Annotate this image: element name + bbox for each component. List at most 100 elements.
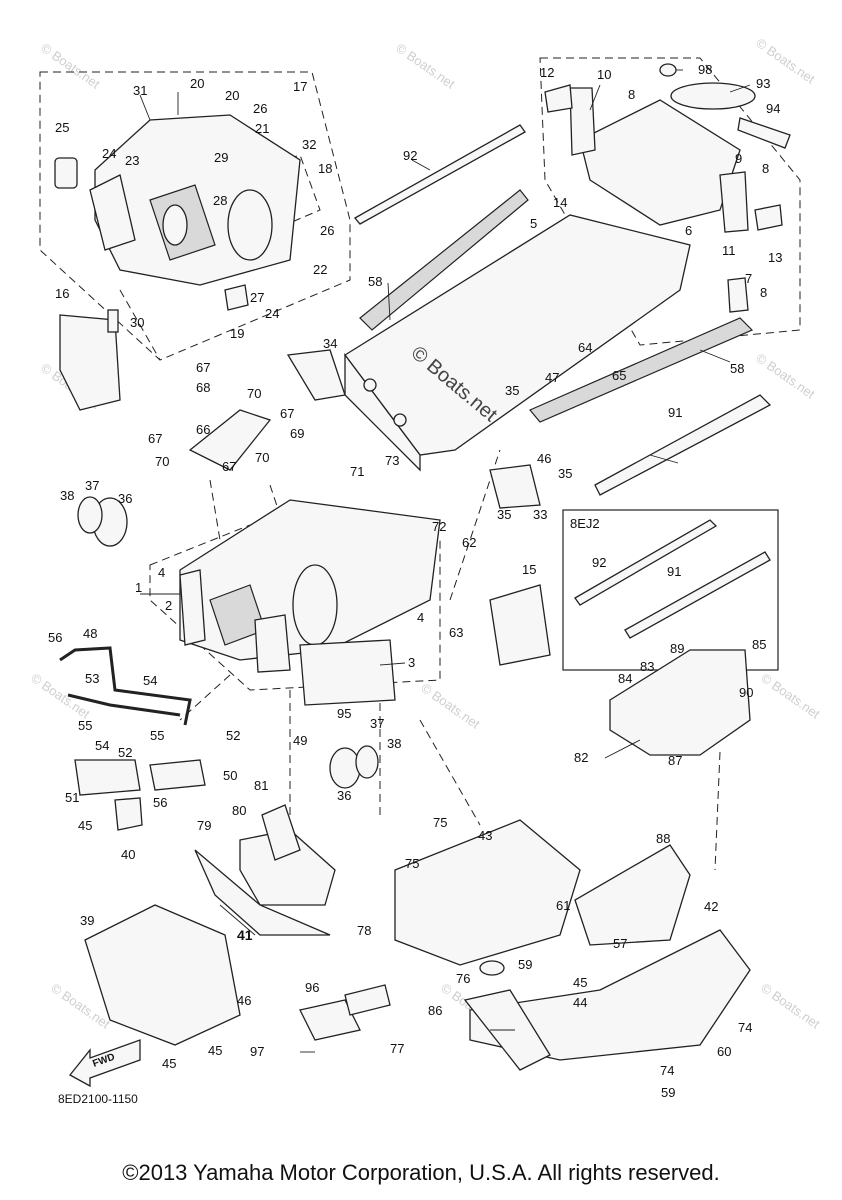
part-label: 24 bbox=[102, 146, 116, 161]
part-label: 41 bbox=[237, 927, 253, 943]
part-label: 6 bbox=[685, 223, 692, 238]
part-label: 59 bbox=[661, 1085, 675, 1100]
part-label: 4 bbox=[417, 610, 424, 625]
part-label: 93 bbox=[756, 76, 770, 91]
part-label: 63 bbox=[449, 625, 463, 640]
inset-label: 8EJ2 bbox=[570, 516, 600, 531]
part-label: 30 bbox=[130, 315, 144, 330]
part-label: 56 bbox=[153, 795, 167, 810]
watermark: © Boats.net bbox=[393, 40, 458, 92]
part-label: 73 bbox=[385, 453, 399, 468]
assembly-line bbox=[119, 289, 161, 361]
part-label: 26 bbox=[253, 101, 267, 116]
part-label: 94 bbox=[766, 101, 780, 116]
part-label: 97 bbox=[250, 1044, 264, 1059]
part-label: 18 bbox=[318, 161, 332, 176]
part-label: 8 bbox=[762, 161, 769, 176]
part-label: 15 bbox=[522, 562, 536, 577]
part-label: 7 bbox=[745, 271, 752, 286]
part-label: 45 bbox=[573, 975, 587, 990]
part-label: 51 bbox=[65, 790, 79, 805]
part-label: 33 bbox=[533, 507, 547, 522]
watermark: © Boats.net bbox=[758, 980, 823, 1032]
part-label: 8 bbox=[760, 285, 767, 300]
part-label: 85 bbox=[752, 637, 766, 652]
part-label: 56 bbox=[48, 630, 62, 645]
watermark: © Boats.net bbox=[38, 40, 103, 92]
part-label: 4 bbox=[158, 565, 165, 580]
inset-panel-91 bbox=[624, 551, 771, 639]
part-label: 9 bbox=[735, 151, 742, 166]
part-label: 8 bbox=[628, 87, 635, 102]
part-label: 74 bbox=[738, 1020, 752, 1035]
part-label: 78 bbox=[357, 923, 371, 938]
part-label: 68 bbox=[196, 380, 210, 395]
part-label: 84 bbox=[618, 671, 632, 686]
part-label: 95 bbox=[337, 706, 351, 721]
part-label: 11 bbox=[722, 243, 736, 258]
part-label: 35 bbox=[558, 466, 572, 481]
part-label: 75 bbox=[433, 815, 447, 830]
part-label: 91 bbox=[667, 564, 681, 579]
part-label: 38 bbox=[387, 736, 401, 751]
part-label: 39 bbox=[80, 913, 94, 928]
part-label: 25 bbox=[55, 120, 69, 135]
bracket-66 bbox=[188, 409, 272, 471]
part-label: 67 bbox=[196, 360, 210, 375]
part-label: 57 bbox=[613, 936, 627, 951]
part-label: 52 bbox=[226, 728, 240, 743]
part-labels: 1 2 3 4 4 5 6 7 8 8 8 9 10 11 12 13 14 1… bbox=[48, 62, 782, 1100]
part-label: 69 bbox=[290, 426, 304, 441]
part-label: 65 bbox=[612, 368, 626, 383]
bracket-40 bbox=[114, 797, 143, 831]
part-label: 71 bbox=[350, 464, 364, 479]
part-label: 92 bbox=[592, 555, 606, 570]
part-label: 50 bbox=[223, 768, 237, 783]
bracket-30 bbox=[107, 309, 119, 333]
part-label: 67 bbox=[148, 431, 162, 446]
part-label: 26 bbox=[320, 223, 334, 238]
part-label: 20 bbox=[190, 76, 204, 91]
part-label: 10 bbox=[597, 67, 611, 82]
part-label: 58 bbox=[730, 361, 744, 376]
part-label: 21 bbox=[255, 121, 269, 136]
part-label: 31 bbox=[133, 83, 147, 98]
part-label: 19 bbox=[230, 326, 244, 341]
part-label: 1 bbox=[135, 580, 142, 595]
part-label: 80 bbox=[232, 803, 246, 818]
part-label: 53 bbox=[85, 671, 99, 686]
watermark: © Boats.net bbox=[753, 350, 818, 402]
part-label: 44 bbox=[573, 995, 587, 1010]
part-label: 54 bbox=[143, 673, 157, 688]
part-label: 22 bbox=[313, 262, 327, 277]
bumper-48 bbox=[59, 646, 192, 726]
part-label: 67 bbox=[222, 459, 236, 474]
part-label: 83 bbox=[640, 659, 654, 674]
part-label: 55 bbox=[78, 718, 92, 733]
part-label: 91 bbox=[668, 405, 682, 420]
part-label: 74 bbox=[660, 1063, 674, 1078]
part-label: 79 bbox=[197, 818, 211, 833]
copyright-notice: ©2013 Yamaha Motor Corporation, U.S.A. A… bbox=[122, 1160, 720, 1185]
part-label: 96 bbox=[305, 980, 319, 995]
rear-tunnel-section bbox=[544, 63, 791, 313]
part-label: 62 bbox=[462, 535, 476, 550]
part-label: 64 bbox=[578, 340, 592, 355]
part-label: 36 bbox=[337, 788, 351, 803]
tunnel-assembly bbox=[344, 189, 754, 472]
belly-pan-39 bbox=[84, 904, 241, 1046]
part-label: 45 bbox=[162, 1056, 176, 1071]
part-label: 17 bbox=[293, 79, 307, 94]
part-label: 35 bbox=[505, 383, 519, 398]
assembly-line bbox=[419, 719, 481, 826]
side-panel-91 bbox=[594, 394, 772, 496]
front-frame-assembly bbox=[54, 114, 301, 311]
part-label: 2 bbox=[165, 598, 172, 613]
part-label: 61 bbox=[556, 898, 570, 913]
bracket-34 bbox=[286, 349, 346, 401]
part-label: 55 bbox=[150, 728, 164, 743]
part-label: 12 bbox=[540, 65, 554, 80]
part-label: 58 bbox=[368, 274, 382, 289]
grommet-76 bbox=[479, 960, 505, 976]
